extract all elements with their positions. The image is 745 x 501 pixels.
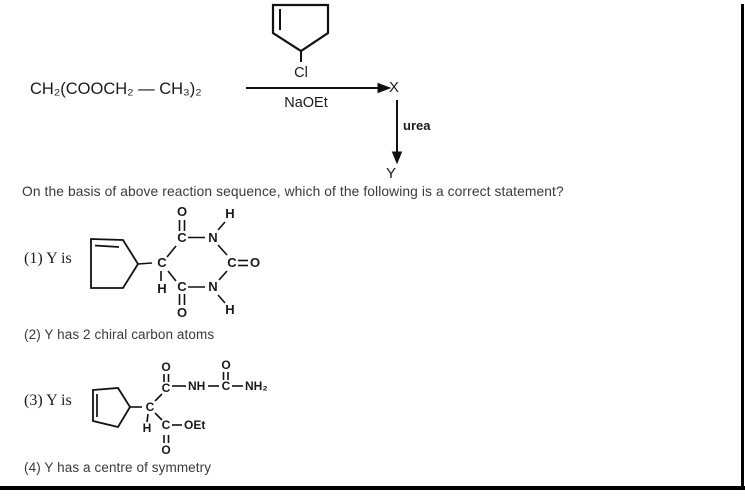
oxygen-atom: O bbox=[221, 358, 230, 372]
carbon-atom: C bbox=[162, 381, 171, 395]
malonate-urea-chain: C H C O NH C O NH₂ C OEt O bbox=[143, 358, 268, 457]
oxygen-atom: O bbox=[161, 360, 170, 374]
option-4-label: (4) Y has a centre of symmetry bbox=[24, 460, 212, 475]
reaction-arrow-1 bbox=[246, 82, 392, 94]
hydrogen-atom: H bbox=[225, 206, 234, 221]
bond-n-h bbox=[217, 221, 226, 231]
intermediate-x-label: X bbox=[389, 79, 399, 96]
nitrogen-atom: N bbox=[208, 279, 217, 294]
hydrogen-atom: H bbox=[225, 302, 234, 317]
oxygen-atom: O bbox=[177, 204, 187, 219]
option-3-structure: C H C O NH C O NH₂ C OEt O bbox=[92, 358, 268, 457]
cyclopentenyl-chloride-structure: Cl bbox=[271, 3, 330, 81]
question-text: On the basis of above reaction sequence,… bbox=[22, 184, 564, 199]
option-1-structure: C H C O N H C O N H C O bbox=[90, 204, 260, 320]
cyclopentenyl-group bbox=[90, 238, 153, 289]
bond-c-ctop bbox=[166, 245, 177, 258]
hydrogen-atom: H bbox=[143, 421, 152, 435]
bond-c-c bbox=[167, 270, 177, 282]
carbon-atom: C bbox=[157, 255, 167, 270]
ring-double-bond bbox=[94, 244, 120, 248]
carbon-atom: C bbox=[222, 379, 231, 393]
arrow-head bbox=[377, 82, 392, 94]
option-1-label: (1) Y is bbox=[24, 250, 72, 267]
nh-group: NH bbox=[188, 379, 205, 393]
bond-n-h bbox=[217, 294, 226, 304]
oet-group: OEt bbox=[184, 418, 205, 432]
bond-c-h bbox=[146, 413, 149, 423]
naoet-label: NaOEt bbox=[284, 95, 328, 111]
barbiturate-ring: C H C O N H C O N H C O bbox=[157, 204, 260, 320]
product-y-label: Y bbox=[386, 165, 396, 180]
urea-label: urea bbox=[403, 118, 431, 133]
page-right-rule bbox=[741, 4, 744, 490]
cyclopentene-ring bbox=[271, 3, 330, 53]
carbon-atom: C bbox=[162, 418, 171, 432]
reaction-scheme-diagram: Cl CH₂(COOCH₂ — CH₃)₂ NaOEt X urea Y bbox=[30, 3, 431, 180]
bond-n-c bbox=[217, 244, 228, 256]
cyclopentene-ring bbox=[90, 238, 140, 289]
carbon-atom: C bbox=[177, 230, 187, 245]
carbon-atom: C bbox=[227, 255, 237, 270]
reaction-arrow-2 bbox=[391, 100, 403, 165]
bond-ring-c bbox=[137, 262, 153, 265]
carbon-atom: C bbox=[146, 400, 155, 414]
bond-c-c bbox=[154, 412, 163, 421]
option-2-label: (2) Y has 2 chiral carbon atoms bbox=[24, 327, 215, 342]
carbon-atom: C bbox=[177, 279, 187, 294]
cyclopentenyl-group bbox=[92, 387, 142, 429]
cl-label: Cl bbox=[294, 65, 308, 81]
cyclopentene-ring bbox=[92, 387, 132, 429]
oxygen-atom: O bbox=[161, 443, 170, 457]
nitrogen-atom: N bbox=[208, 230, 217, 245]
bond-c-c bbox=[154, 393, 163, 402]
option-3-label: (3) Y is bbox=[24, 392, 72, 409]
hydrogen-atom: H bbox=[157, 281, 166, 296]
bond-c-n bbox=[218, 270, 228, 281]
oxygen-atom: O bbox=[250, 255, 260, 270]
reactant-formula: CH₂(COOCH₂ — CH₃)₂ bbox=[30, 80, 202, 98]
oxygen-atom: O bbox=[177, 305, 187, 320]
page-bottom-rule bbox=[0, 486, 745, 490]
arrow-head bbox=[391, 151, 403, 165]
nh2-group: NH₂ bbox=[245, 379, 268, 393]
